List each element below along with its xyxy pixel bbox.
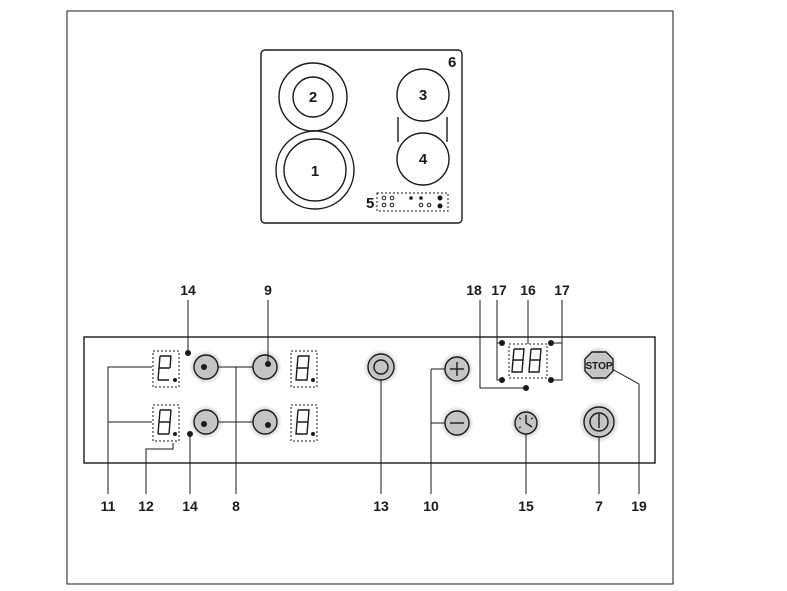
callout-11: 11 <box>101 498 116 514</box>
stop-leader <box>611 368 640 494</box>
led-leader-18 <box>479 300 523 389</box>
residual-heat-indicators <box>376 192 449 212</box>
zone-4-label: 4 <box>419 151 428 168</box>
outer-frame <box>66 10 674 585</box>
plus-button[interactable] <box>440 352 474 386</box>
key-lock-button[interactable] <box>363 349 399 385</box>
callout-12: 12 <box>138 498 154 514</box>
power-button[interactable] <box>578 401 620 443</box>
timer-indicator-led <box>523 385 529 391</box>
minus-button[interactable] <box>440 406 474 440</box>
zone-select-button-top-right[interactable] <box>248 350 282 384</box>
cooking-zone-4: 4 <box>396 132 450 186</box>
timer-zone-led-top-left <box>499 340 505 346</box>
cooking-zone-1: 1 <box>275 130 355 210</box>
timer-zone-led-bottom-right <box>548 377 554 383</box>
zone-bridge <box>397 117 448 142</box>
zone-display-top-right <box>290 350 318 388</box>
timer-display <box>508 343 548 379</box>
cooking-zone-2: 2 <box>278 62 348 132</box>
callout-17-left: 17 <box>491 282 507 298</box>
zone-display-bottom-left <box>152 404 180 442</box>
callout-18: 18 <box>466 282 482 298</box>
hob-outline <box>260 49 463 224</box>
callout-10: 10 <box>423 498 439 514</box>
callout-14-top: 14 <box>180 282 196 298</box>
led-leader-17-left <box>496 300 499 381</box>
display-leader-11 <box>107 366 152 494</box>
zone-display-top-left <box>152 350 180 388</box>
zone-display-bottom-right <box>290 404 318 442</box>
display-leader-12 <box>145 443 174 494</box>
zone-select-button-bottom-right[interactable] <box>248 405 282 439</box>
callout-14-bottom: 14 <box>182 498 198 514</box>
callout-19: 19 <box>631 498 647 514</box>
zone-select-connector <box>218 366 253 494</box>
timer-led-top <box>185 350 191 356</box>
timer-led-bottom <box>187 431 193 437</box>
zone-2-label: 2 <box>309 89 317 106</box>
stop-label: STOP <box>585 361 612 372</box>
zone-select-button-bottom-left[interactable] <box>189 405 223 439</box>
callout-15: 15 <box>518 498 534 514</box>
indicator-label: 5 <box>366 195 374 212</box>
hob-top-view: 2 1 3 4 <box>260 49 463 224</box>
callout-8: 8 <box>232 498 240 514</box>
hob-label: 6 <box>448 54 456 71</box>
stop-button[interactable]: STOP <box>580 346 618 384</box>
zone-1-label: 1 <box>311 163 319 180</box>
zone-select-button-top-left[interactable] <box>189 350 223 384</box>
callout-9: 9 <box>264 282 272 298</box>
cooking-zone-3: 3 <box>396 68 450 122</box>
plus-minus-connector <box>430 368 445 494</box>
control-panel-outline <box>83 336 656 464</box>
callout-13: 13 <box>373 498 389 514</box>
timer-zone-led-top-right <box>548 340 554 346</box>
timer-zone-led-bottom-left <box>499 377 505 383</box>
callout-16: 16 <box>520 282 536 298</box>
led-leader-17-right <box>554 300 563 381</box>
callout-7: 7 <box>595 498 603 514</box>
callout-17-right: 17 <box>554 282 570 298</box>
zone-3-label: 3 <box>419 87 427 104</box>
